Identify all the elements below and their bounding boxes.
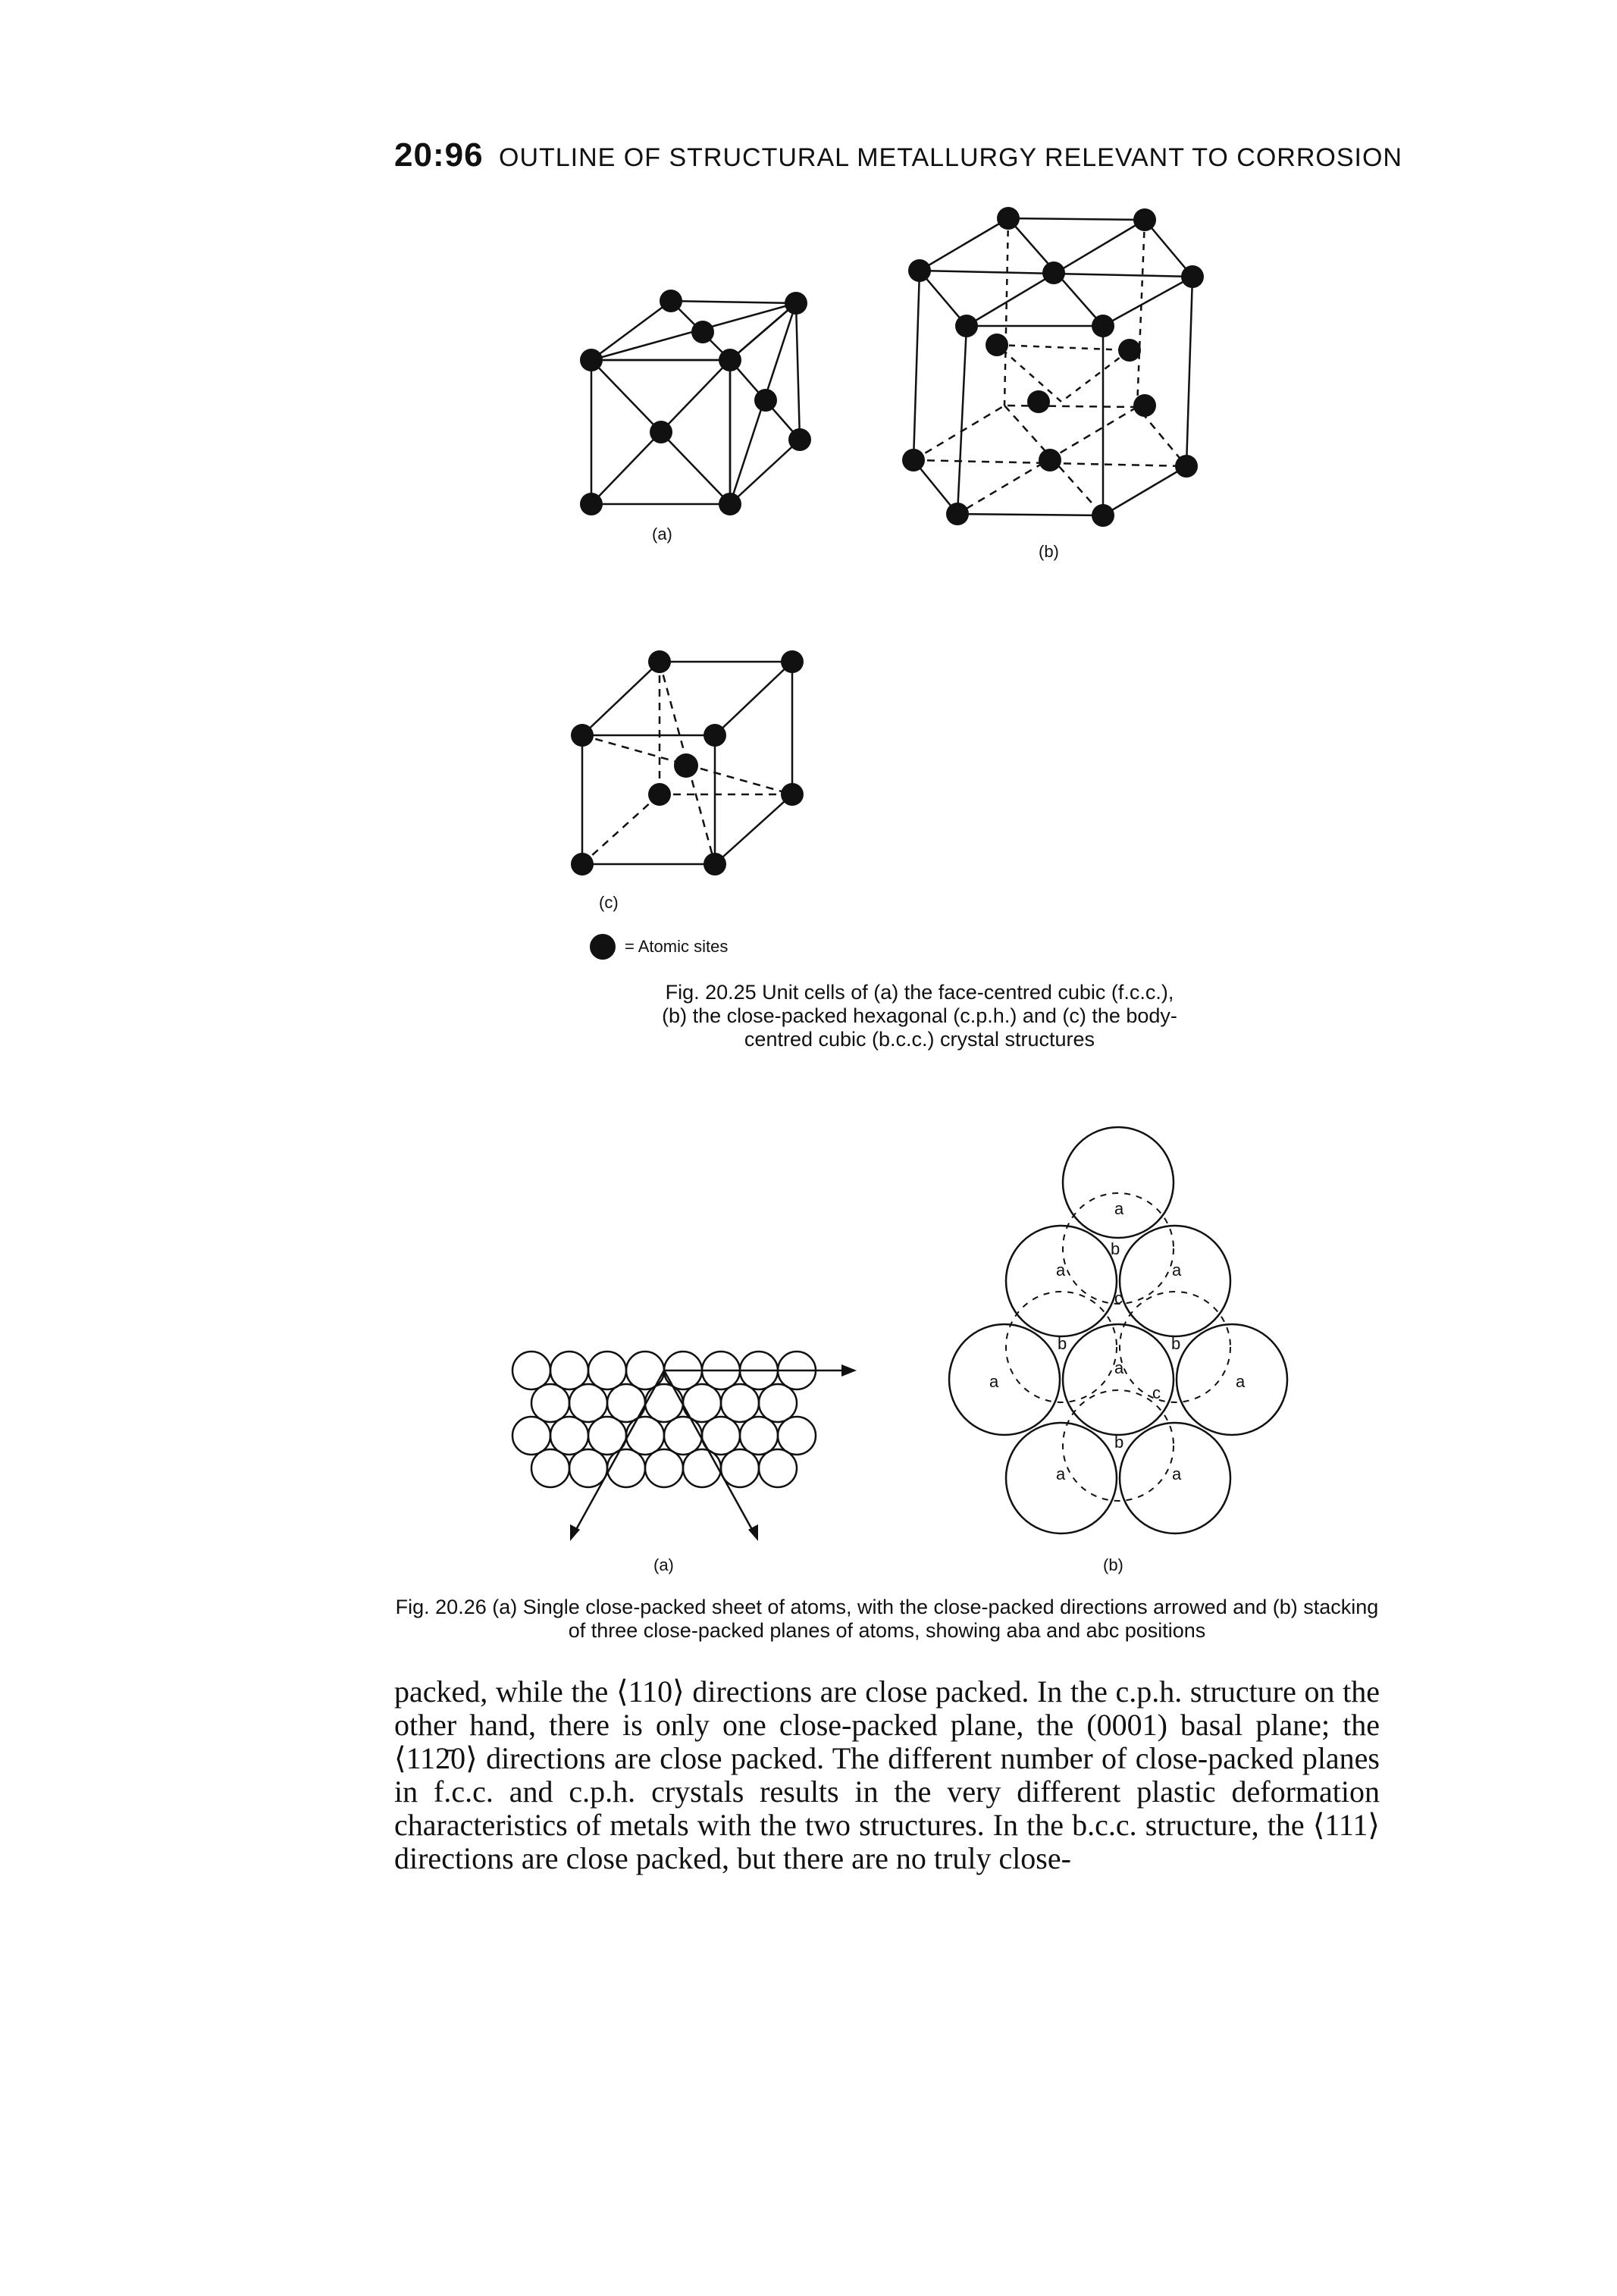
site-label-a: a bbox=[1114, 1358, 1124, 1377]
site-label-b: b bbox=[1111, 1239, 1120, 1258]
atomic-sites-legend: = Atomic sites bbox=[590, 934, 728, 960]
site-label-a: a bbox=[1172, 1464, 1182, 1483]
site-label-a: a bbox=[1172, 1261, 1182, 1280]
fig26-caption: Fig. 20.26 (a) Single close-packed sheet… bbox=[395, 1596, 1379, 1642]
running-title: OUTLINE OF STRUCTURAL METALLURGY RELEVAN… bbox=[499, 143, 1402, 172]
fig25-caption: Fig. 20.25 Unit cells of (a) the face-ce… bbox=[662, 981, 1177, 1051]
site-label-a: a bbox=[1114, 1199, 1124, 1218]
row-2 bbox=[530, 1383, 798, 1424]
row-3 bbox=[511, 1415, 817, 1456]
site-label-a: a bbox=[1056, 1464, 1066, 1483]
site-label-b: b bbox=[1171, 1334, 1180, 1353]
site-label-a: a bbox=[989, 1372, 999, 1391]
body-text: packed, while the ⟨110⟩ directions are c… bbox=[394, 1675, 1380, 1875]
site-label-c: c bbox=[1114, 1289, 1123, 1308]
site-label-c: c bbox=[1152, 1383, 1161, 1402]
page-number: 20:96 bbox=[394, 136, 484, 174]
running-header: 20:96 OUTLINE OF STRUCTURAL METALLURGY R… bbox=[394, 136, 1402, 174]
site-label-b: b bbox=[1058, 1334, 1067, 1353]
legend-text: = Atomic sites bbox=[625, 937, 729, 956]
row-4 bbox=[530, 1448, 798, 1489]
fig25-label-a: (a) bbox=[652, 525, 672, 543]
site-label-a: a bbox=[1236, 1372, 1246, 1391]
body-paragraph: packed, while the ⟨110⟩ directions are c… bbox=[394, 1674, 1380, 1875]
fig26-label-b: (b) bbox=[1103, 1555, 1123, 1574]
atom-icon bbox=[590, 934, 616, 960]
fig25-label-c: (c) bbox=[599, 893, 619, 912]
site-label-a: a bbox=[1056, 1261, 1066, 1280]
fig26-label-a: (a) bbox=[653, 1555, 674, 1574]
site-label-b: b bbox=[1114, 1433, 1123, 1452]
fig25-label-b: (b) bbox=[1039, 542, 1059, 561]
row-1 bbox=[511, 1350, 817, 1391]
